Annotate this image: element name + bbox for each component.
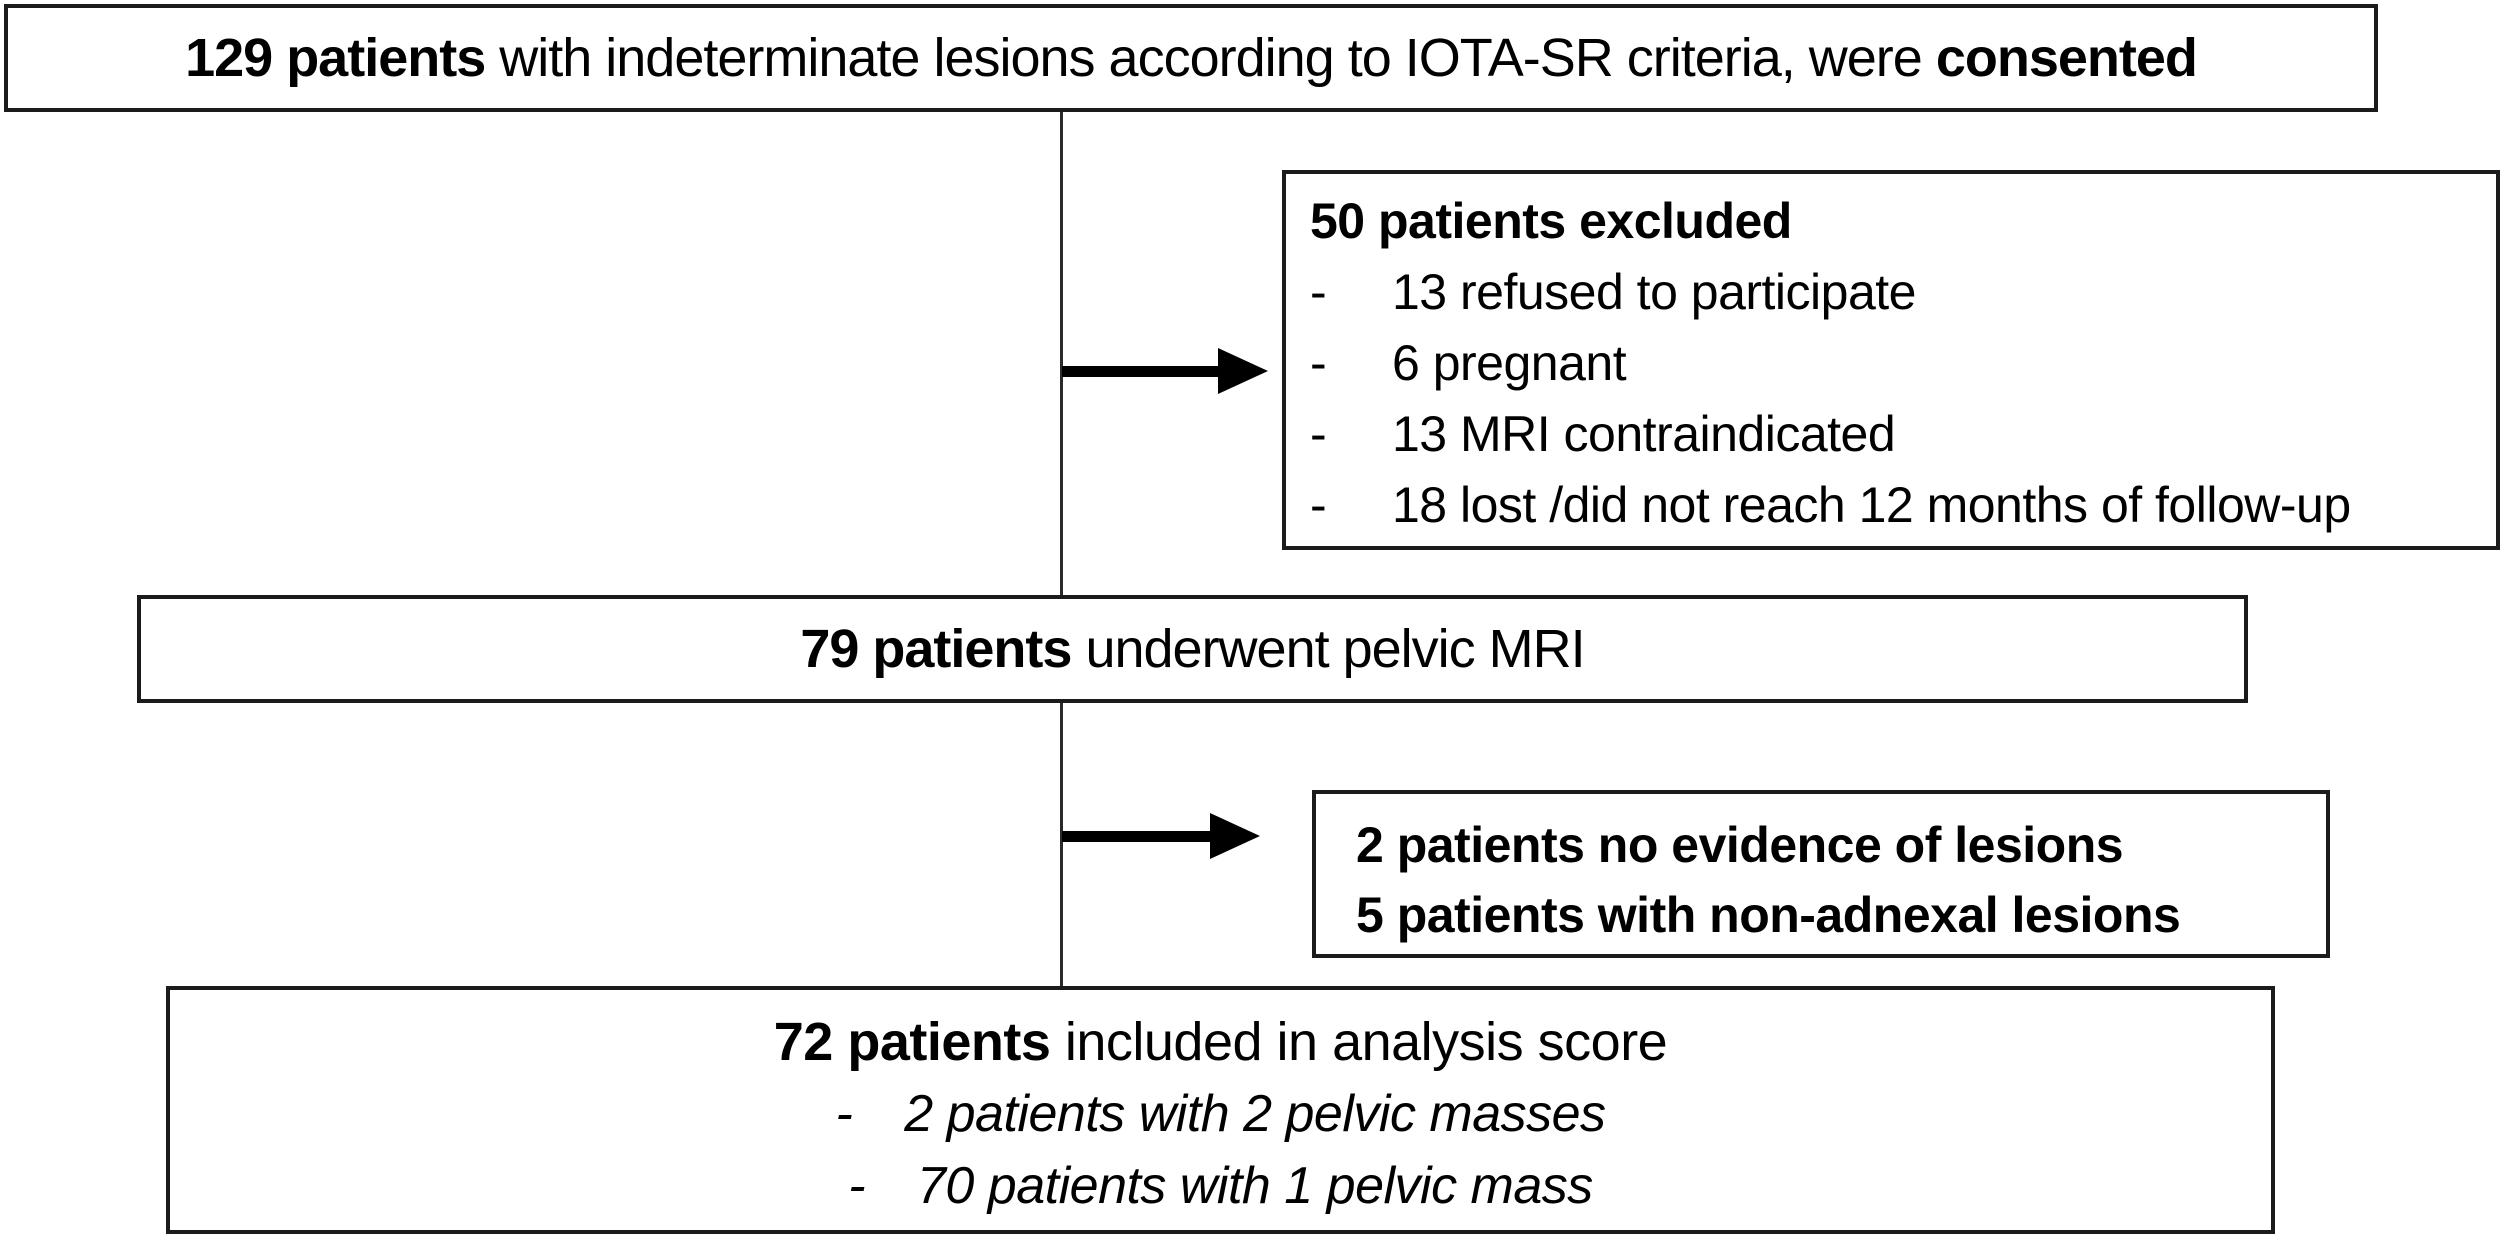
bullet-dash: - — [1310, 264, 1327, 320]
excluded-item-text: 13 refused to participate — [1392, 264, 1916, 320]
non-adnexal-arrowhead-icon — [1210, 813, 1260, 859]
analysis-text: included in analysis score — [1050, 1012, 1668, 1072]
mri-count: 79 patients — [800, 619, 1072, 679]
mri-box: 79 patients underwent pelvic MRI — [137, 595, 2248, 703]
excluded-item-text: 18 lost /did not reach 12 months of foll… — [1392, 477, 2351, 533]
consented-text: with indeterminate lesions according to … — [485, 28, 1936, 88]
bullet-dash: - — [1310, 335, 1327, 391]
bullet-dash: - — [848, 1157, 866, 1215]
non-adnexal-line: 2 patients no evidence of lesions — [1356, 817, 2124, 873]
analysis-title: 72 patients included in analysis score — [170, 1006, 2271, 1078]
excluded-item-text: 6 pregnant — [1392, 335, 1627, 391]
analysis-count: 72 patients — [773, 1012, 1051, 1072]
bullet-dash: - — [1310, 477, 1327, 533]
excluded-arrowhead-icon — [1218, 348, 1268, 394]
consented-box: 129 patients with indeterminate lesions … — [4, 4, 2378, 112]
analysis-box: 72 patients included in analysis score -… — [166, 986, 2275, 1234]
non-adnexal-arrow-shaft — [1062, 831, 1212, 842]
excluded-item-text: 13 MRI contraindicated — [1392, 406, 1896, 462]
analysis-item-text: 2 patients with 2 pelvic masses — [904, 1085, 1606, 1143]
bullet-dash: - — [1310, 406, 1327, 462]
analysis-item: - 70 patients with 1 pelvic mass — [170, 1150, 2271, 1222]
excluded-item: - 18 lost /did not reach 12 months of fo… — [1310, 470, 2480, 541]
connector-line — [1060, 110, 1063, 986]
mri-text: underwent pelvic MRI — [1071, 619, 1585, 679]
consented-emphasis: consented — [1935, 28, 2198, 88]
excluded-arrow-shaft — [1062, 366, 1220, 377]
excluded-box: 50 patients excluded - 13 refused to par… — [1282, 170, 2500, 550]
analysis-item: - 2 patients with 2 pelvic masses — [170, 1078, 2271, 1150]
bullet-dash: - — [835, 1085, 853, 1143]
excluded-item: - 13 refused to participate — [1310, 257, 2480, 328]
consented-count: 129 patients — [185, 28, 486, 88]
non-adnexal-box: 2 patients no evidence of lesions 5 pati… — [1312, 790, 2330, 958]
excluded-item: - 6 pregnant — [1310, 328, 2480, 399]
excluded-title: 50 patients excluded — [1310, 193, 1792, 249]
analysis-item-text: 70 patients with 1 pelvic mass — [917, 1157, 1593, 1215]
non-adnexal-line: 5 patients with non-adnexal lesions — [1356, 887, 2181, 943]
excluded-item: - 13 MRI contraindicated — [1310, 399, 2480, 470]
